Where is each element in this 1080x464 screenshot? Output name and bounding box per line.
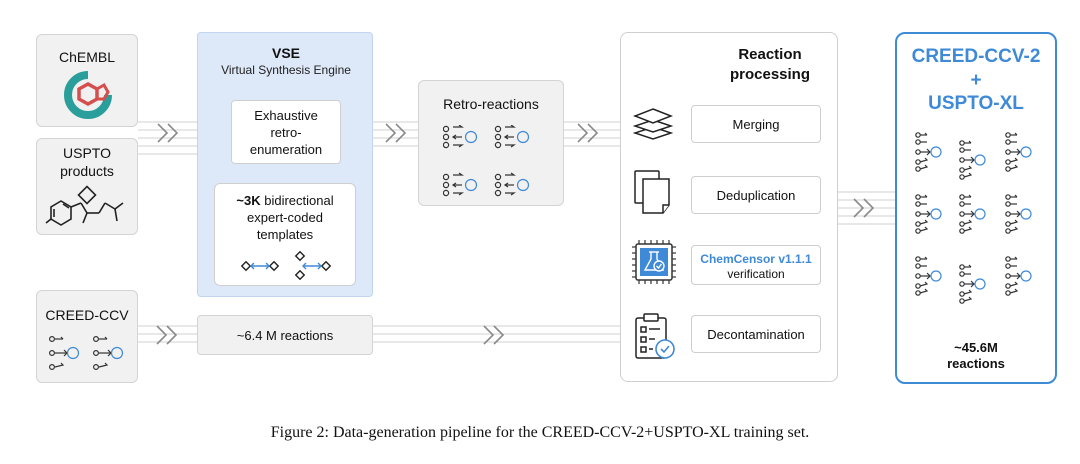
creed-ccv-label: CREED-CCV [45, 307, 129, 323]
verification-label: verification [727, 267, 785, 281]
output-title-2: + [970, 70, 982, 91]
templates-line-3: templates [256, 227, 314, 242]
uspto-sublabel: products [60, 163, 114, 179]
chemcensor-verification-step: ChemCensor v1.1.1 verification [691, 245, 821, 285]
merging-label: Merging [732, 117, 780, 132]
retro-reaction-scheme [443, 125, 530, 197]
uspto-source-box: USPTO products [36, 138, 138, 235]
output-dataset-box: CREED-CCV-2 + USPTO-XL ~45.6M reactions [895, 32, 1057, 384]
templates-line-1: ~3K bidirectional [215, 193, 355, 209]
processing-title-1: Reaction [738, 46, 802, 63]
exhaustive-line-2: retro- [270, 125, 302, 140]
output-count: ~45.6M [954, 340, 998, 355]
decontamination-step: Decontamination [691, 315, 821, 353]
retro-reactions-title: Retro-reactions [443, 96, 539, 112]
chevron-arrow-5 [483, 325, 505, 345]
deduplication-label: Deduplication [716, 188, 796, 203]
processing-title-2: processing [729, 66, 811, 83]
chembl-logo [64, 71, 112, 119]
templates-count: ~3K [236, 193, 261, 208]
chembl-label: ChEMBL [58, 49, 116, 65]
figure-caption: Figure 2: Data-generation pipeline for t… [270, 424, 810, 441]
uspto-label: USPTO [63, 145, 111, 161]
output-count-unit: reactions [947, 356, 1005, 371]
creed-ccv-source-box: CREED-CCV [36, 290, 138, 383]
chemcensor-label: ChemCensor v1.1.1 [700, 252, 812, 266]
vse-panel: VSE Virtual Synthesis Engine Exhaustive … [197, 32, 373, 297]
chembl-source-box: ChEMBL [36, 34, 138, 127]
documents-icon [634, 170, 670, 214]
retro-reactions-box: Retro-reactions [418, 80, 564, 206]
reaction-processing-panel: Reaction processing Merging Deduplicatio… [620, 32, 838, 382]
chevron-arrow-3 [577, 123, 599, 143]
merging-step: Merging [691, 105, 821, 143]
layers-icon [633, 108, 673, 140]
chevron-arrow-1 [157, 123, 179, 143]
output-title-1: CREED-CCV-2 [911, 46, 1041, 67]
template-glyphs [241, 250, 332, 280]
chevron-arrow-6 [853, 198, 875, 218]
exhaustive-enumeration-box: Exhaustive retro- enumeration [231, 100, 341, 164]
molecule-structure [45, 185, 124, 226]
clipboard-check-icon [635, 313, 675, 359]
output-title-3: USPTO-XL [928, 93, 1024, 114]
deduplication-step: Deduplication [691, 176, 821, 214]
output-reaction-grid [915, 132, 1032, 304]
chevron-arrow-2 [385, 123, 407, 143]
exhaustive-line-1: Exhaustive [254, 108, 318, 123]
ccv-reactions-box: ~6.4 M reactions [197, 315, 373, 355]
templates-box: ~3K bidirectional expert-coded templates [214, 183, 356, 286]
templates-bidirectional: bidirectional [260, 193, 334, 208]
vse-title: VSE [271, 45, 300, 61]
reaction-scheme-icon [49, 336, 124, 370]
decontamination-label: Decontamination [707, 327, 805, 342]
templates-line-2: expert-coded [247, 210, 323, 225]
chip-flask-icon [632, 240, 676, 284]
exhaustive-line-3: enumeration [249, 142, 323, 157]
ccv-reactions-label: ~6.4 M reactions [236, 328, 334, 343]
chevron-arrow-4 [156, 325, 178, 345]
vse-subtitle: Virtual Synthesis Engine [221, 63, 351, 77]
